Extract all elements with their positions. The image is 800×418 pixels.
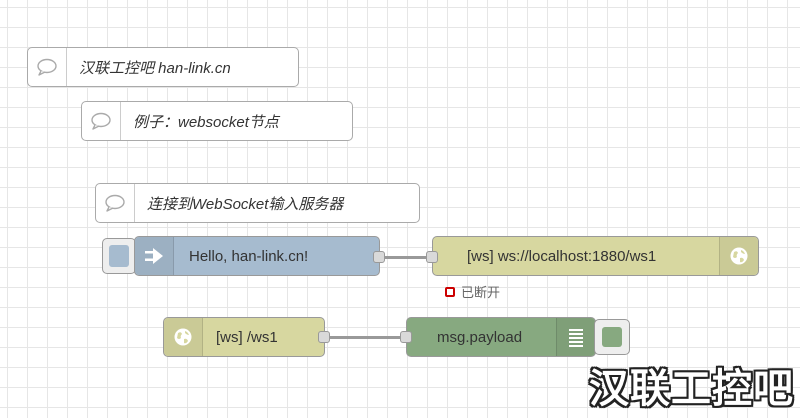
globe-icon (719, 237, 758, 275)
wire-inject-to-ws-out[interactable] (385, 256, 433, 259)
inject-trigger-button[interactable] (102, 238, 136, 274)
websocket-out-status: 已断开 (445, 282, 500, 301)
comment-node-connect[interactable]: 连接到WebSocket输入服务器 (95, 183, 420, 223)
comment-text: 汉联工控吧 han-link.cn (79, 59, 231, 77)
websocket-in-output-port[interactable] (318, 331, 330, 343)
status-disconnected-icon (445, 286, 455, 297)
comment-icon (96, 184, 135, 222)
watermark-logo: 汉联工控吧 (589, 366, 794, 412)
comment-text: 连接到WebSocket输入服务器 (147, 195, 344, 213)
websocket-out-label: [ws] ws://localhost:1880/ws1 (467, 247, 657, 265)
wire-ws-in-to-debug[interactable] (330, 336, 410, 339)
websocket-in-node[interactable]: [ws] /ws1 (163, 317, 325, 357)
globe-icon (164, 318, 203, 356)
comment-icon (28, 48, 67, 86)
status-text: 已断开 (461, 285, 501, 300)
debug-node-label: msg.payload (437, 328, 523, 346)
inject-node[interactable]: Hello, han-link.cn! (134, 236, 380, 276)
comment-icon (82, 102, 121, 140)
websocket-out-input-port[interactable] (426, 251, 438, 263)
websocket-out-node[interactable]: [ws] ws://localhost:1880/ws1 (432, 236, 759, 276)
list-icon (556, 318, 595, 356)
arrow-right-icon (135, 237, 174, 275)
debug-input-port[interactable] (400, 331, 412, 343)
websocket-in-label: [ws] /ws1 (216, 328, 278, 346)
comment-text: 例子：websocket节点 (133, 113, 279, 131)
inject-output-port[interactable] (373, 251, 385, 263)
debug-toggle-button[interactable] (594, 319, 630, 355)
comment-node-title[interactable]: 汉联工控吧 han-link.cn (27, 47, 299, 87)
inject-node-label: Hello, han-link.cn! (189, 247, 309, 265)
debug-node[interactable]: msg.payload (406, 317, 596, 357)
comment-node-example[interactable]: 例子：websocket节点 (81, 101, 353, 141)
